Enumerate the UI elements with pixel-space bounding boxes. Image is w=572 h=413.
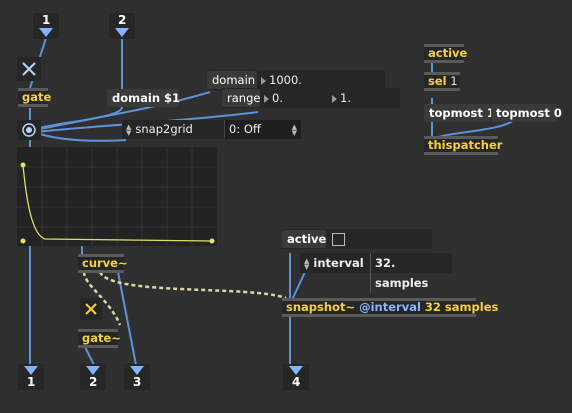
x-icon [22, 62, 36, 76]
snap2grid-label-wrap: ▲▼snap2grid [126, 120, 193, 139]
active-object[interactable]: active [424, 44, 468, 63]
gate-tilde-label: gate~ [82, 331, 121, 345]
outlet-3[interactable]: 3 [124, 364, 150, 390]
range-high[interactable]: 1. [332, 89, 351, 107]
domain-value-text: 1000. [269, 73, 302, 87]
range-label: range [222, 89, 260, 107]
domain-message[interactable]: domain $1 [107, 89, 181, 107]
active-attr-label: active [282, 230, 326, 248]
bang-circle-icon [22, 123, 36, 137]
range-low[interactable]: 0. [264, 89, 283, 107]
snap2grid-value: 0: Off [229, 122, 261, 136]
outlet-arrow-icon [289, 366, 303, 375]
domain-message-label: domain $1 [112, 91, 181, 105]
gate-object[interactable]: gate [18, 88, 52, 107]
bang-button[interactable] [17, 120, 41, 140]
active-checkbox[interactable] [332, 233, 345, 246]
thispatcher-label: thispatcher [428, 138, 503, 152]
outlet-number: 2 [89, 375, 98, 389]
outlet-number: 4 [292, 375, 301, 389]
outlet-number: 1 [27, 375, 36, 389]
range-attrui[interactable]: range 0. 1. [222, 88, 400, 108]
snapshot-label: snapshot~ [286, 300, 356, 314]
interval-label-wrap: ▲▼interval [304, 253, 364, 273]
domain-value[interactable]: 1000. [261, 71, 302, 89]
outlet-number: 3 [133, 375, 142, 389]
function-editor[interactable] [17, 147, 217, 246]
outlet-4[interactable]: 4 [283, 364, 309, 390]
topmost-0-label: topmost 0 [496, 106, 562, 120]
toggle-2[interactable] [80, 298, 102, 320]
topmost-0-message[interactable]: topmost 0 [491, 104, 562, 122]
outlet-arrow-icon [86, 366, 100, 375]
outlet-arrow-icon [24, 366, 38, 375]
curve-label: curve~ [82, 256, 128, 270]
snap2grid-label: snap2grid [135, 122, 193, 136]
active-label: active [428, 46, 468, 60]
range-low-text: 0. [272, 91, 283, 105]
range-label-text: range [227, 91, 261, 105]
active-attr-text: active [287, 232, 327, 246]
sel-arg: 1 [450, 74, 458, 88]
number-arrow-icon [332, 94, 337, 103]
sel-label: sel [428, 74, 447, 88]
curve-object[interactable]: curve~ [78, 254, 128, 273]
toggle[interactable] [17, 57, 41, 81]
topmost-1-message[interactable]: topmost 1 [424, 104, 495, 122]
domain-label: domain [207, 71, 257, 89]
sel-object[interactable]: sel 1 [424, 72, 460, 91]
inlet-number: 1 [42, 13, 51, 27]
inlet-arrow-icon [115, 28, 129, 37]
gate-label: gate [22, 90, 52, 104]
domain-label-text: domain [212, 73, 256, 87]
snap2grid-menu[interactable]: 0: Off ▲▼ [224, 120, 301, 139]
updown-icon: ▲▼ [126, 122, 132, 137]
snapshot-arg: 32 samples [424, 300, 499, 314]
outlet-1[interactable]: 1 [18, 364, 44, 390]
domain-attrui[interactable]: domain 1000. [207, 70, 385, 90]
function-curve [17, 147, 217, 246]
snapshot-attr: @interval [359, 300, 421, 314]
updown-icon: ▲▼ [291, 123, 297, 137]
updown-icon: ▲▼ [304, 256, 310, 271]
gate-tilde-object[interactable]: gate~ [78, 329, 121, 348]
x-icon [85, 303, 97, 315]
active-attrui[interactable]: active [282, 229, 432, 249]
number-arrow-icon [261, 76, 266, 85]
interval-attrui[interactable]: ▲▼interval 32. samples [300, 253, 452, 293]
number-arrow-icon [264, 94, 269, 103]
inlet-number: 2 [118, 13, 127, 27]
inlet-1[interactable]: 1 [33, 13, 59, 39]
interval-value[interactable]: 32. samples [370, 253, 452, 293]
interval-label: interval [313, 256, 364, 270]
thispatcher-object[interactable]: thispatcher [424, 136, 502, 155]
topmost-1-label: topmost 1 [429, 106, 495, 120]
snapshot-object[interactable]: snapshot~ @interval 32 samples [282, 298, 498, 317]
inlet-arrow-icon [39, 28, 53, 37]
outlet-arrow-icon [130, 366, 144, 375]
inlet-2[interactable]: 2 [109, 13, 135, 39]
snap2grid-attrui[interactable]: ▲▼snap2grid 0: Off ▲▼ [122, 120, 301, 139]
outlet-2[interactable]: 2 [80, 364, 106, 390]
range-high-text: 1. [340, 91, 351, 105]
